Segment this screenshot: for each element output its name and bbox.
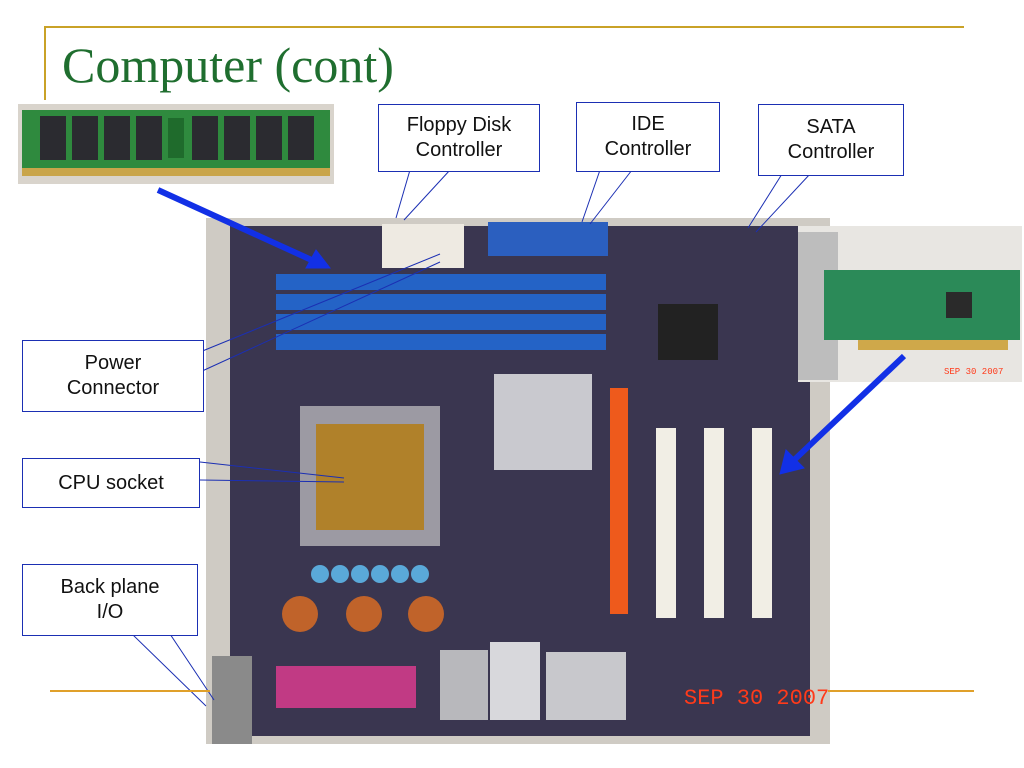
cpu-socket-callout: CPU socket — [22, 458, 200, 508]
floppy-leader-line-2 — [403, 169, 451, 221]
cpu-callout-label: CPU socket — [58, 471, 164, 494]
ide-leader-line — [581, 169, 601, 223]
power-callout-line2: Connector — [66, 377, 160, 399]
bottom-rule-right — [828, 690, 974, 692]
motherboard-graphic: SEP 30 2007 — [206, 218, 830, 744]
ide-controller-callout: IDE Controller — [576, 102, 720, 172]
backplane-callout-line2: I/O — [96, 601, 124, 623]
floppy-callout-line2: Controller — [415, 139, 503, 161]
ide-callout-line2: Controller — [604, 138, 692, 160]
sata-callout-line2: Controller — [787, 141, 875, 163]
left-rule — [44, 28, 46, 100]
motherboard-photo: SEP 30 2007 — [206, 218, 830, 744]
cpu-leader-line — [199, 461, 345, 479]
motherboard-date-stamp: SEP 30 2007 — [684, 686, 829, 711]
bottom-rule-left — [50, 690, 210, 692]
backplane-leader-line-2 — [131, 633, 207, 707]
ram-module-graphic — [18, 104, 334, 184]
power-connector-callout: Power Connector — [22, 340, 204, 412]
ide-callout-line1: IDE — [631, 113, 665, 135]
cpu-leader-line-2 — [199, 479, 345, 483]
ram-module-photo — [18, 104, 334, 184]
backplane-callout-line1: Back plane — [60, 576, 160, 598]
floppy-controller-callout: Floppy Disk Controller — [378, 104, 540, 172]
floppy-leader-line — [395, 169, 411, 219]
sata-card-arrow-head — [779, 449, 805, 475]
ram-arrow-head — [305, 249, 332, 269]
sata-card-date-stamp: SEP 30 2007 — [944, 367, 1003, 377]
ide-leader-line-2 — [589, 169, 633, 225]
ram-arrow — [156, 187, 318, 265]
sata-leader-line-2 — [755, 173, 811, 233]
power-leader-line-2 — [199, 261, 441, 373]
sata-callout-line1: SATA — [806, 116, 856, 138]
backplane-io-callout: Back plane I/O — [22, 564, 198, 636]
top-rule — [44, 26, 964, 28]
power-callout-line1: Power — [84, 352, 142, 374]
floppy-callout-line1: Floppy Disk — [406, 114, 512, 136]
sata-card-graphic: SEP 30 2007 — [798, 226, 1022, 382]
sata-controller-callout: SATA Controller — [758, 104, 904, 176]
power-leader-line — [199, 253, 441, 353]
sata-card-arrow — [789, 353, 907, 465]
sata-card-photo: SEP 30 2007 — [798, 226, 1022, 382]
sata-leader-line — [747, 173, 783, 229]
slide-title: Computer (cont) — [62, 37, 394, 93]
backplane-leader-line — [169, 633, 215, 701]
